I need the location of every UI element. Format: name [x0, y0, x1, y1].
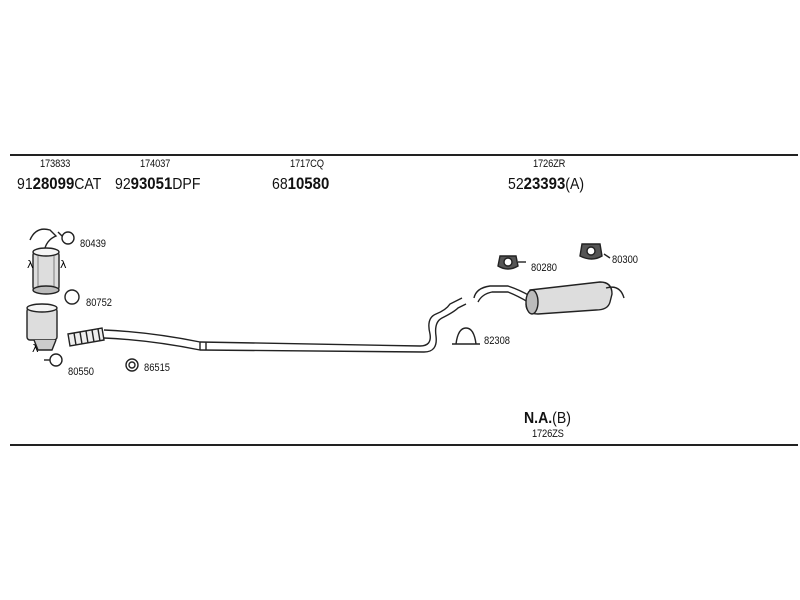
lambda-symbol-2: λ: [60, 258, 67, 271]
lambda-symbol-1: λ: [27, 258, 34, 271]
group-4-suffix: (A): [565, 176, 585, 193]
group-1-part-number: 9128099CAT: [17, 174, 101, 194]
na-suffix: (B): [552, 410, 571, 427]
group-3-ref: 1717CQ: [290, 158, 324, 170]
clamp-86515-icon: [125, 358, 139, 372]
group-4-part-number: 5223393(A): [508, 174, 584, 194]
group-1-ref: 173833: [40, 158, 71, 170]
part-86515: 86515: [144, 362, 171, 374]
part-80550: 80550: [68, 366, 95, 378]
group-2-main: 93051: [130, 174, 173, 193]
part-80280: 80280: [531, 262, 558, 274]
part-80300: 80300: [612, 254, 639, 266]
middle-pipe-icon: [103, 297, 467, 353]
clamp-82308-icon: [452, 327, 480, 345]
leader-80300: [603, 253, 611, 259]
part-80752: 80752: [86, 297, 113, 309]
group-3-prefix: 68: [272, 176, 288, 193]
hanger-80300-icon: [579, 243, 603, 260]
top-rule: [10, 154, 798, 156]
group-1-suffix: CAT: [74, 176, 102, 193]
clamp-80550-icon: [44, 353, 63, 367]
part-82308: 82308: [484, 335, 511, 347]
group-4-prefix: 52: [508, 176, 524, 193]
part-80439: 80439: [80, 238, 107, 250]
group-1-main: 28099: [32, 174, 75, 193]
group-3-main: 10580: [287, 174, 330, 193]
group-2-part-number: 9293051DPF: [115, 174, 200, 194]
group-4-main: 23393: [523, 174, 566, 193]
clamp-80439-icon: [57, 231, 75, 245]
group-2-suffix: DPF: [172, 176, 201, 193]
ring-80752-icon: [64, 289, 80, 305]
catalytic-converter-icon: [29, 228, 60, 295]
group-4-ref: 1726ZR: [533, 158, 566, 170]
particulate-filter-icon: [26, 303, 58, 351]
group-2-ref: 174037: [140, 158, 171, 170]
flex-pipe-icon: [67, 327, 105, 347]
group-1-prefix: 91: [17, 176, 33, 193]
hanger-80280-icon: [497, 255, 519, 270]
rear-silencer-icon: [473, 281, 625, 315]
group-3-part-number: 6810580: [272, 174, 329, 194]
lambda-symbol-3: λ: [32, 342, 39, 355]
group-2-prefix: 92: [115, 176, 131, 193]
na-main: N.A.: [524, 410, 553, 427]
na-ref: 1726ZS: [532, 428, 564, 440]
na-part-number: N.A.(B): [524, 410, 571, 428]
bottom-rule: [10, 444, 798, 446]
